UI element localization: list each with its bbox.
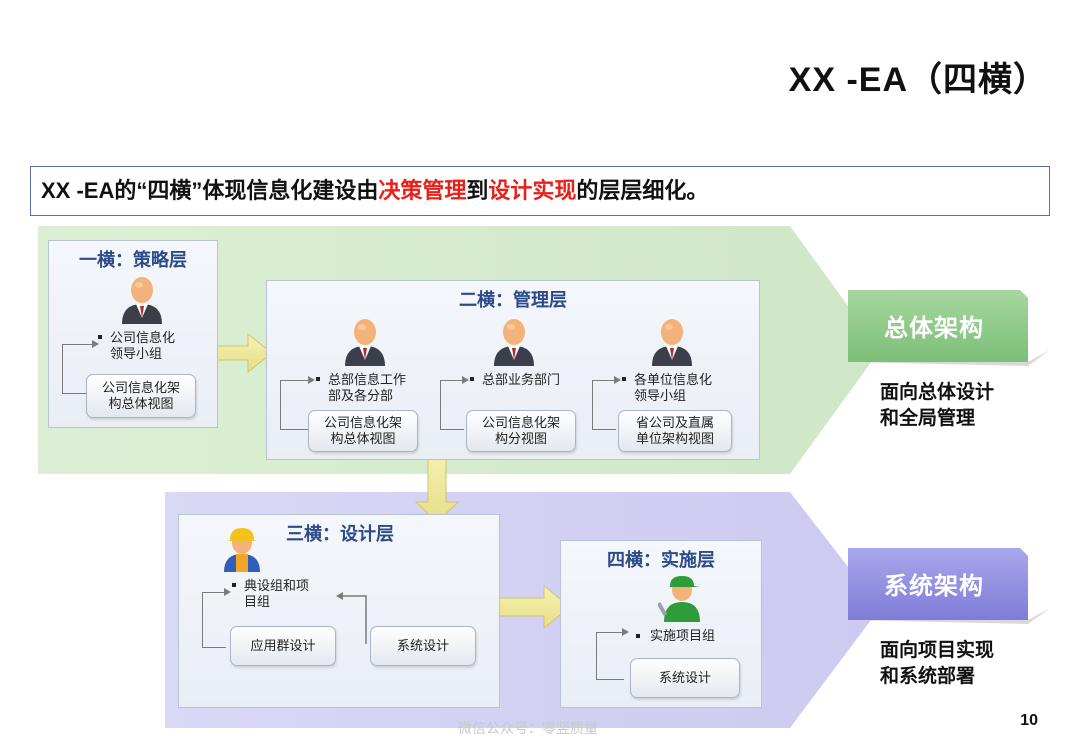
banner-highlight-decision: 决策管理 bbox=[378, 178, 467, 203]
management-view-card-3[interactable]: 省公司及直属 单位架构视图 bbox=[618, 410, 732, 452]
person-manager-icon bbox=[122, 277, 162, 324]
management-connector-arrow-3 bbox=[614, 376, 621, 384]
management-connector-3 bbox=[592, 380, 616, 430]
management-connector-arrow-1 bbox=[308, 376, 315, 384]
implementation-view-card[interactable]: 系统设计 bbox=[630, 658, 740, 698]
watermark: 微信公众号：零竖质量 bbox=[458, 720, 598, 736]
implementation-item-bullet bbox=[636, 634, 640, 638]
design-layer-title: 三横：设计层 bbox=[286, 524, 394, 544]
strategy-layer-title: 一横：策略层 bbox=[79, 250, 187, 270]
design-view-card-2[interactable]: 系统设计 bbox=[370, 626, 476, 666]
person-manager-icon bbox=[652, 319, 692, 366]
design-view-card-1[interactable]: 应用群设计 bbox=[230, 626, 336, 666]
strategy-view-card[interactable]: 公司信息化架 构总体视图 bbox=[86, 374, 196, 418]
management-item-3: 各单位信息化 领导小组 bbox=[622, 372, 746, 404]
design-item: 典设组和项 目组 bbox=[232, 578, 342, 610]
flow-arrow-down bbox=[414, 451, 460, 523]
implementation-item: 实施项目组 bbox=[650, 628, 716, 643]
system-architecture-tag: 系统架构 bbox=[884, 572, 984, 600]
banner-highlight-design: 设计实现 bbox=[488, 178, 577, 203]
top-tag-shape bbox=[848, 290, 1028, 362]
design-connector-right bbox=[336, 592, 367, 644]
banner-suffix: 的层层细化。 bbox=[576, 178, 709, 203]
implementation-connector bbox=[596, 632, 624, 680]
person-manager-icon bbox=[345, 319, 385, 366]
design-connector-arrow-left bbox=[224, 588, 231, 596]
management-layer-title: 二横：管理层 bbox=[459, 290, 567, 310]
implementation-connector-arrow bbox=[622, 628, 629, 636]
management-view-card-2[interactable]: 公司信息化架 构分视图 bbox=[466, 410, 576, 452]
person-worker-icon bbox=[658, 576, 700, 622]
person-manager-icon bbox=[494, 319, 534, 366]
person-engineer-icon bbox=[224, 528, 260, 572]
overall-architecture-desc: 面向总体设计 和全局管理 bbox=[880, 382, 995, 429]
banner-mid: 到 bbox=[466, 178, 489, 203]
management-connector-1 bbox=[280, 380, 308, 430]
summary-banner: XX -EA的“四横”体现信息化建设由决策管理到设计实现的层层细化。 bbox=[30, 166, 1050, 216]
overall-architecture-tag: 总体架构 bbox=[884, 314, 984, 342]
strategy-item: 公司信息化 领导小组 bbox=[98, 330, 218, 362]
banner-prefix: XX -EA的“四横”体现信息化建设由 bbox=[41, 178, 379, 203]
page-title: XX -EA（四横） bbox=[788, 61, 1048, 99]
bottom-tag-shape bbox=[848, 548, 1028, 620]
flow-arrow-right-2 bbox=[493, 584, 571, 630]
page-number: 10 bbox=[1020, 712, 1038, 729]
management-connector-arrow-2 bbox=[462, 376, 469, 384]
management-item-2: 总部业务部门 bbox=[470, 372, 590, 388]
design-connector-left bbox=[202, 592, 226, 648]
implementation-layer-title: 四横：实施层 bbox=[607, 550, 715, 570]
management-item-1: 总部信息工作 部及各分部 bbox=[316, 372, 436, 404]
management-view-card-1[interactable]: 公司信息化架 构总体视图 bbox=[308, 410, 418, 452]
strategy-connector bbox=[62, 344, 92, 394]
design-layer-panel bbox=[178, 514, 500, 708]
strategy-connector-arrow bbox=[92, 340, 99, 348]
system-architecture-desc: 面向项目实现 和系统部署 bbox=[880, 640, 995, 687]
management-connector-2 bbox=[440, 380, 464, 430]
